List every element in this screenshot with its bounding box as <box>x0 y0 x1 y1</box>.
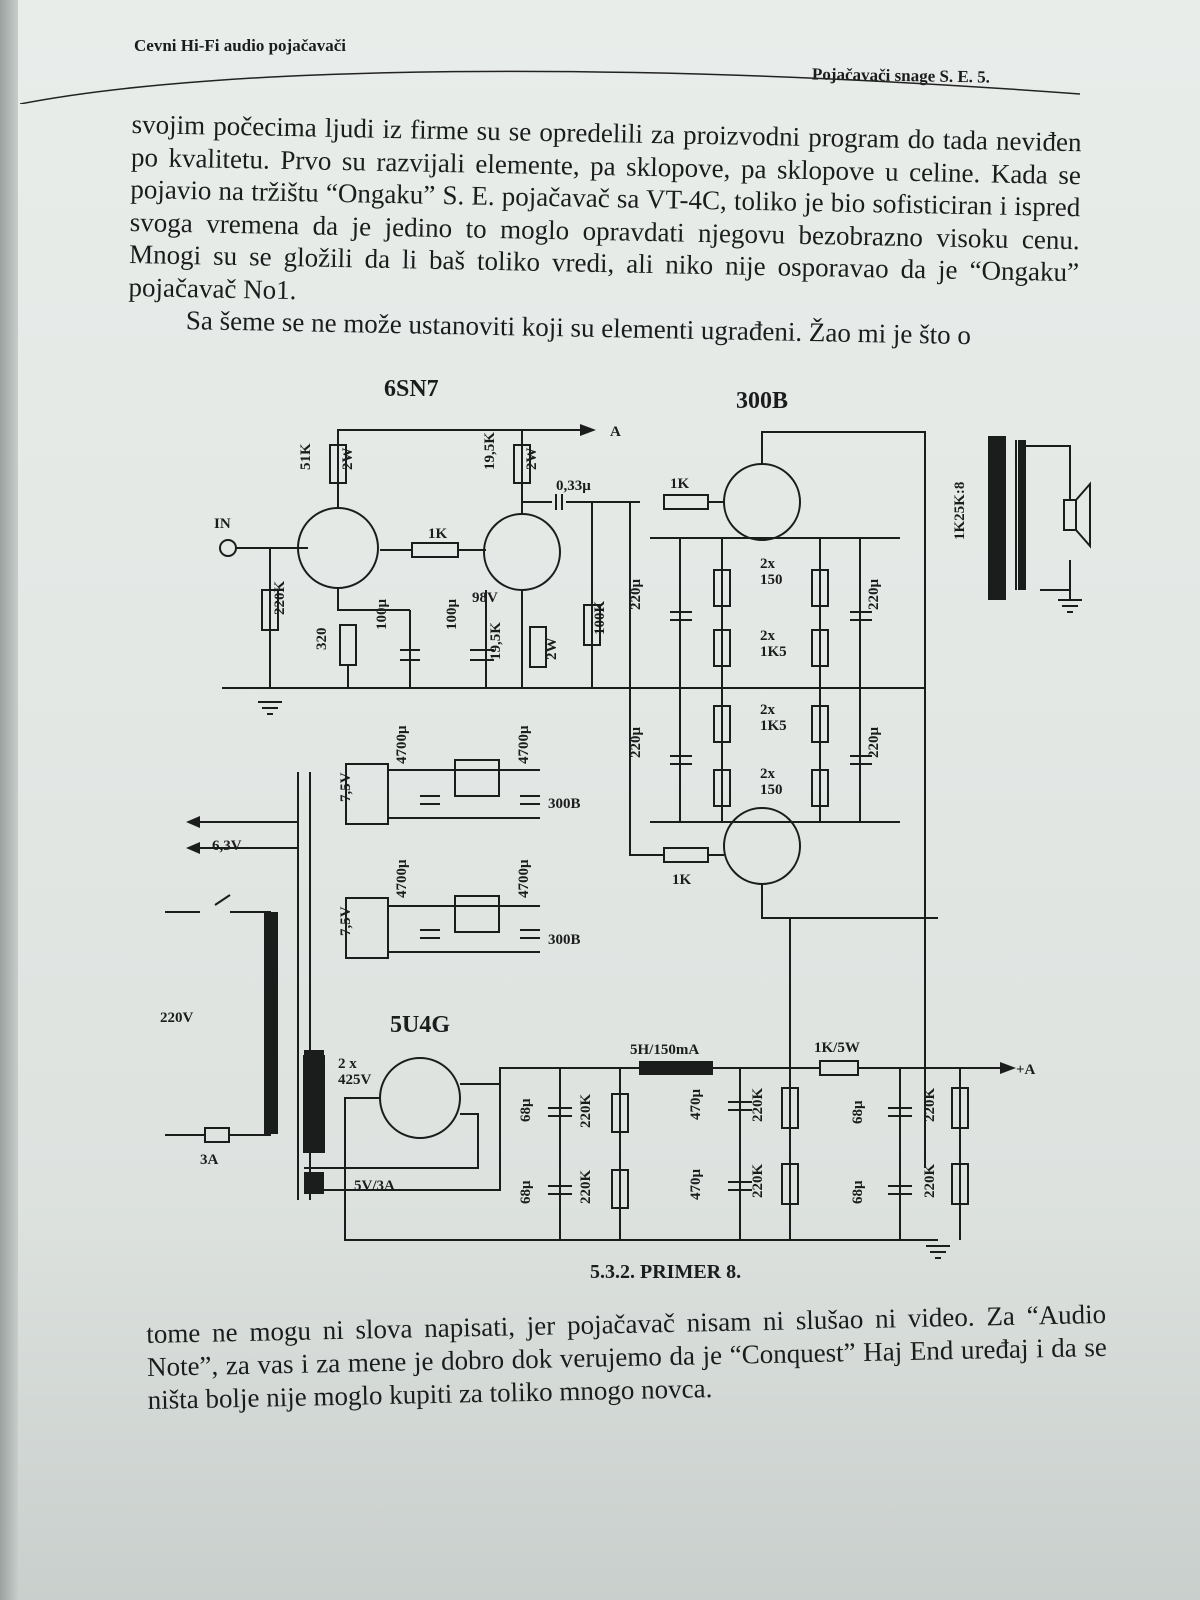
label-68u-2: 68μ <box>518 1180 534 1204</box>
label-2w-c: 2W <box>544 638 560 661</box>
label-6v3: 6,3V <box>212 838 242 854</box>
schematic-caption: 5.3.2. PRIMER 8. <box>590 1261 741 1283</box>
label-220v-mains: 220V <box>160 1010 194 1026</box>
label-1k-mid: 1K <box>428 526 448 542</box>
label-19k5-a: 19,5K <box>482 432 498 470</box>
label-220k-3: 220K <box>750 1088 766 1123</box>
tube-6sn7-label: 6SN7 <box>384 376 439 402</box>
label-4700u-4: 4700μ <box>516 859 532 898</box>
label-1k-top: 1K <box>670 476 690 492</box>
label-220k-5: 220K <box>922 1088 938 1123</box>
label-68u-4: 68μ <box>850 1180 866 1204</box>
label-7v5-a: 7,5V <box>338 772 354 802</box>
label-220k-1: 220K <box>578 1094 594 1129</box>
label-4700u-3: 4700μ <box>394 859 410 898</box>
label-arrow-a: A <box>610 424 621 440</box>
label-19k5-b: 19,5K <box>488 622 504 660</box>
label-7v5-b: 7,5V <box>338 906 354 936</box>
label-470u-1: 470μ <box>688 1089 704 1121</box>
label-220u-2: 220μ <box>866 579 882 611</box>
label-320: 320 <box>314 628 330 651</box>
label-1k-bot: 1K <box>672 872 692 888</box>
label-220u-1: 220μ <box>628 579 644 611</box>
label-4700u-1: 4700μ <box>394 725 410 764</box>
paragraph-3: tome ne mogu ni slova napisati, jer poja… <box>146 1298 1108 1415</box>
label-plus-a: +A <box>1016 1062 1036 1078</box>
label-to-300b-a: 300B <box>548 796 581 812</box>
label-output-transformer: 1K25K:8 <box>952 482 968 540</box>
label-68u-3: 68μ <box>850 1100 866 1124</box>
label-220k-6: 220K <box>922 1164 938 1199</box>
label-033u: 0,33μ <box>556 478 591 494</box>
label-68u-1: 68μ <box>518 1098 534 1122</box>
book-page <box>14 0 1200 1600</box>
label-1k5w: 1K/5W <box>814 1040 860 1056</box>
label-220u-3: 220μ <box>628 727 644 759</box>
label-220k-2: 220K <box>578 1170 594 1205</box>
book-gutter <box>0 0 18 1600</box>
label-choke: 5H/150mA <box>630 1042 699 1058</box>
label-2w-b: 2W <box>524 448 540 471</box>
label-470u-2: 470μ <box>688 1169 704 1201</box>
label-100u-a: 100μ <box>374 599 390 631</box>
label-to-300b-b: 300B <box>548 932 581 948</box>
label-220k-in: 220K <box>272 581 288 616</box>
running-head-left: Cevni Hi-Fi audio pojačavači <box>134 36 347 55</box>
header-rule <box>20 70 1080 104</box>
label-4700u-2: 4700μ <box>516 725 532 764</box>
label-5v3a: 5V/3A <box>354 1178 395 1194</box>
label-98v: 98V <box>472 590 498 606</box>
label-220u-4: 220μ <box>866 727 882 759</box>
label-in: IN <box>214 516 231 532</box>
tube-5u4g-label: 5U4G <box>390 1012 450 1038</box>
label-fuse-3a: 3A <box>200 1152 219 1168</box>
label-220k-4: 220K <box>750 1164 766 1199</box>
label-100u-b: 100μ <box>444 599 460 631</box>
body-text-bottom: tome ne mogu ni slova napisati, jer poja… <box>146 1298 1108 1417</box>
label-2w-a: 2W <box>340 448 356 471</box>
tube-300b-label: 300B <box>736 388 788 414</box>
label-100k: 100K <box>592 601 608 636</box>
label-51k: 51K <box>298 443 314 470</box>
